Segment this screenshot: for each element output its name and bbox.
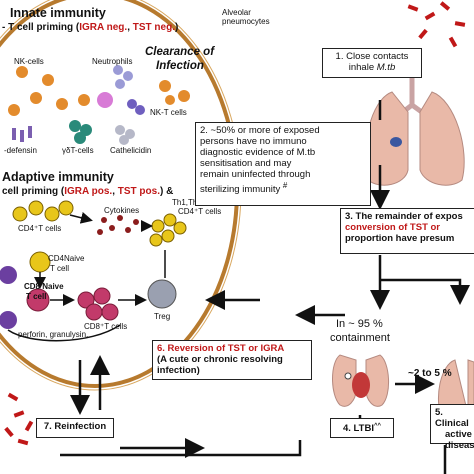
perforin-label: perforin, granulysin, bbox=[18, 330, 89, 339]
containment-line2: containment bbox=[330, 332, 390, 344]
adaptive-igra-label: IGRA pos. bbox=[64, 186, 113, 197]
step1-box: 1. Close contacts inhale M.tb bbox=[322, 48, 422, 78]
adaptive-priming-line: cell priming (IGRA pos., TST pos.) & bbox=[2, 186, 173, 197]
lungs-illustration bbox=[364, 70, 465, 186]
adaptive-sep: , bbox=[112, 186, 118, 197]
clearance-line2: Infection bbox=[156, 60, 204, 72]
treg-label: Treg bbox=[154, 312, 171, 321]
adaptive-cells bbox=[0, 200, 187, 329]
step5-line1: 5. Clinical bbox=[435, 407, 469, 429]
containment-line1: In ~ 95 % bbox=[336, 318, 383, 330]
step5-line3: disease bbox=[445, 440, 474, 451]
innate-suffix: ) bbox=[175, 22, 179, 33]
step6-line3: infection) bbox=[157, 365, 200, 376]
innate-cells bbox=[8, 65, 190, 145]
step5-line2: active bbox=[445, 429, 472, 440]
step7-text: 7. Reinfection bbox=[43, 421, 107, 432]
step2-line5: remain uninfected through bbox=[200, 169, 311, 180]
innate-tst-label: TST neg. bbox=[132, 22, 175, 33]
adaptive-immunity-title: Adaptive immunity bbox=[2, 170, 114, 184]
innate-priming-prefix: - T cell priming ( bbox=[2, 22, 80, 33]
adaptive-tst-label: TST pos. bbox=[117, 186, 160, 197]
bacilli bbox=[4, 1, 466, 446]
cd4-tcells-label: CD4⁺T cells bbox=[18, 224, 62, 233]
adaptive-suffix: ) & bbox=[160, 186, 174, 197]
progression-label: ~2 to 5 % bbox=[408, 368, 452, 379]
step5-box: 5. Clinical active disease bbox=[430, 404, 474, 451]
step2-line1: 2. ~50% or more of exposed bbox=[200, 125, 320, 136]
step3-box: 3. The remainder of expos conversion of … bbox=[340, 208, 474, 254]
cd8-tcells-label: CD8⁺T cells bbox=[84, 322, 128, 331]
step1-mtb: M.tb bbox=[376, 62, 396, 73]
innate-igra-label: IGRA neg. bbox=[79, 22, 128, 33]
step7-box: 7. Reinfection bbox=[36, 418, 114, 438]
alveolar-line2: pneumocytes bbox=[222, 17, 270, 26]
cytokines-label: Cytokines bbox=[104, 206, 140, 215]
step3-line3: proportion have presum bbox=[345, 233, 455, 244]
cd4-tcell-label: T cell bbox=[50, 264, 69, 273]
containment-heart-lungs bbox=[332, 354, 389, 407]
adaptive-priming-prefix: cell priming ( bbox=[2, 186, 65, 197]
step3-line1: 3. The remainder of expos bbox=[345, 211, 463, 222]
cd8-naive-label: CD8 Naive bbox=[24, 282, 64, 291]
step2-mark: # bbox=[282, 181, 288, 190]
step3-line2: conversion of TST or bbox=[345, 222, 441, 233]
step4-text: 4. LTBI bbox=[343, 423, 374, 435]
neutrophils-label: Neutrophils bbox=[92, 57, 133, 66]
step2-last: sterilizing immunity bbox=[200, 184, 283, 196]
innate-sep: , bbox=[127, 22, 133, 33]
nk-cells-label: NK-cells bbox=[14, 57, 44, 66]
innate-immunity-title: Innate immunity bbox=[10, 6, 106, 20]
step2-line2: persons have no immuno bbox=[200, 136, 307, 147]
step6-line2: (A cute or chronic resolving bbox=[157, 354, 283, 365]
th-cd4-label: CD4⁺T cells bbox=[178, 207, 222, 216]
clearance-line1: Clearance of bbox=[145, 46, 215, 58]
innate-priming-line: - T cell priming (IGRA neg., TST neg.) bbox=[2, 22, 178, 33]
gd-tcells-label: γδT-cells bbox=[62, 146, 94, 155]
cd8-tcell-label: T cell bbox=[26, 292, 47, 301]
cd4-naive-label: CD4Naive bbox=[48, 254, 85, 263]
step1-text2: inhale bbox=[348, 62, 377, 73]
step2-line3: diagnostic evidence of M.tb bbox=[200, 147, 316, 158]
step2-line4: sensitisation and may bbox=[200, 158, 292, 169]
alveolar-line1: Alveolar bbox=[222, 8, 251, 17]
defensin-label: -defensin bbox=[4, 146, 37, 155]
step6-line1: 6. Reversion of TST or IGRA bbox=[157, 343, 285, 354]
step6-box: 6. Reversion of TST or IGRA (A cute or c… bbox=[152, 340, 312, 380]
step1-num: 1. bbox=[335, 51, 344, 62]
step2-box: 2. ~50% or more of exposed persons have … bbox=[195, 122, 371, 206]
step1-text1: Close contacts bbox=[346, 51, 409, 62]
nkt-cells-label: NK-T cells bbox=[150, 108, 187, 117]
step4-sup: ^^ bbox=[373, 423, 381, 429]
cathelicidin-label: Cathelicidin bbox=[110, 146, 152, 155]
step4-box: 4. LTBI^^ bbox=[330, 418, 394, 438]
